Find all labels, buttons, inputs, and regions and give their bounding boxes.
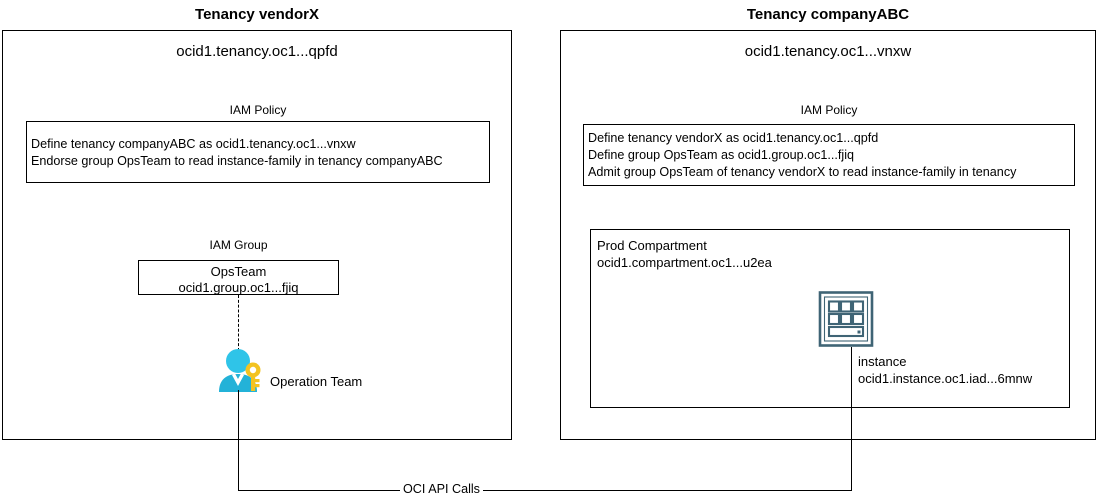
left-tenancy-title: Tenancy vendorX <box>195 6 319 23</box>
right-iam-policy-label: IAM Policy <box>800 103 858 117</box>
iam-group-ocid: ocid1.group.oc1...fjiq <box>178 280 299 295</box>
api-connector-right-vertical <box>851 347 852 490</box>
iam-group-box <box>138 260 339 295</box>
left-iam-policy-label: IAM Policy <box>229 103 287 117</box>
api-connector-left-vertical <box>238 390 239 490</box>
group-to-user-dashed-connector <box>238 295 239 351</box>
instance-label: instance <box>858 354 907 369</box>
instance-ocid: ocid1.instance.oc1.iad...6mnw <box>858 371 1033 386</box>
right-policy-line-3: Admit group OpsTeam of tenancy vendorX t… <box>588 165 1017 179</box>
api-connector-horizontal <box>238 490 852 491</box>
left-policy-line-2: Endorse group OpsTeam to read instance-f… <box>31 154 443 168</box>
right-iam-policy-box <box>583 124 1075 186</box>
right-policy-line-1: Define tenancy vendorX as ocid1.tenancy.… <box>588 131 879 145</box>
prod-compartment-name: Prod Compartment <box>597 238 707 253</box>
left-iam-policy-box <box>26 121 490 183</box>
left-tenancy-ocid: ocid1.tenancy.oc1...qpfd <box>176 43 338 60</box>
compute-instance-icon <box>818 291 878 348</box>
right-tenancy-ocid: ocid1.tenancy.oc1...vnxw <box>744 43 912 60</box>
left-iam-group-label: IAM Group <box>209 238 268 252</box>
prod-compartment-ocid: ocid1.compartment.oc1...u2ea <box>597 255 772 270</box>
oci-api-calls-label: OCI API Calls <box>400 482 483 496</box>
right-tenancy-title: Tenancy companyABC <box>746 6 910 23</box>
user-key-icon <box>211 348 265 392</box>
right-policy-line-2: Define group OpsTeam as ocid1.group.oc1.… <box>588 148 855 162</box>
left-policy-line-1: Define tenancy companyABC as ocid1.tenan… <box>31 137 356 151</box>
iam-group-name: OpsTeam <box>210 264 267 279</box>
operation-team-label: Operation Team <box>270 374 363 389</box>
